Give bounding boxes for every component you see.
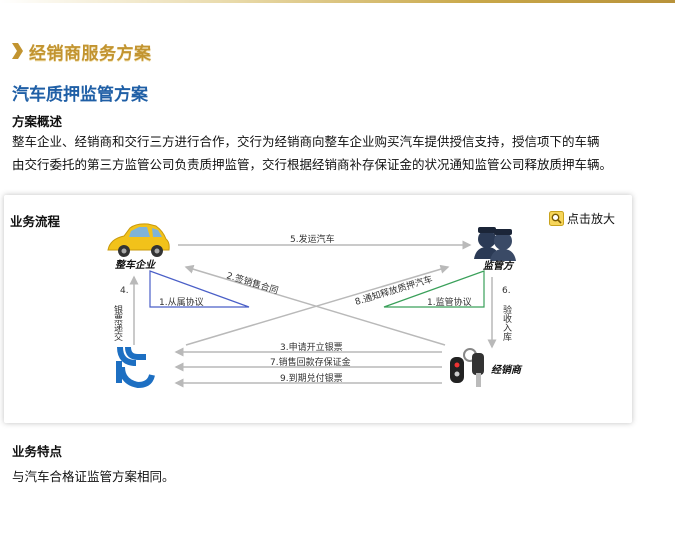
node-manufacturer-label: 整车企业	[115, 259, 156, 271]
step-3-label: 3.申请开立银票	[280, 341, 343, 353]
node-supervisor-label: 监管方	[483, 260, 515, 272]
overview-line-2: 由交行委托的第三方监管公司负责质押监管，交行根据经销商补存保证金的状况通知监管公…	[12, 157, 613, 172]
section-header: 经销商服务方案	[10, 38, 152, 64]
page-title: 汽车质押监管方案	[12, 85, 148, 105]
step-6-label: 验收入库	[501, 304, 512, 342]
overview-text: 整车企业、经销商和交行三方进行合作，交行为经销商向整车企业购买汽车提供授信支持，…	[12, 130, 657, 176]
step-1-subordinate-label: 1.从属协议	[159, 296, 204, 308]
step-8-label: 8.通知释放质押汽车	[353, 273, 434, 308]
car-icon	[107, 223, 170, 257]
step-6-prefix: 6.	[502, 286, 511, 296]
section-title: 经销商服务方案	[29, 43, 152, 64]
step-4-label: 银票递交	[112, 304, 123, 342]
step-7-label: 7.销售回款存保证金	[270, 356, 351, 368]
step-2-label: 2.签销售合同	[225, 269, 280, 296]
flow-heading: 业务流程	[10, 214, 61, 229]
magnifier-icon	[549, 211, 564, 226]
step-4-prefix: 4.	[120, 286, 129, 296]
features-heading: 业务特点	[12, 444, 63, 459]
features-text: 与汽车合格证监管方案相同。	[12, 469, 175, 484]
top-gold-bar	[0, 0, 675, 3]
bank-logo-icon	[116, 346, 155, 389]
overview-heading: 方案概述	[12, 114, 63, 129]
step-5-label: 5.发运汽车	[290, 233, 335, 245]
car-keys-icon	[450, 348, 484, 387]
overview-line-1: 整车企业、经销商和交行三方进行合作，交行为经销商向整车企业购买汽车提供授信支持，…	[12, 134, 600, 149]
flow-diagram-panel	[4, 195, 632, 423]
zoom-link[interactable]: 点击放大	[549, 210, 615, 227]
step-1-supervision-label: 1.监管协议	[427, 296, 472, 308]
business-flow-diagram: 整车企业 监管方 经销商 5.发运汽车 2.签销售合同 8.通知释放质押汽车 1…	[107, 223, 523, 389]
node-dealer-label: 经销商	[491, 364, 523, 376]
supervisor-people-icon	[474, 227, 516, 261]
step-9-label: 9.到期兑付银票	[280, 372, 343, 384]
chevron-right-icon	[12, 43, 23, 59]
zoom-label: 点击放大	[567, 212, 616, 226]
